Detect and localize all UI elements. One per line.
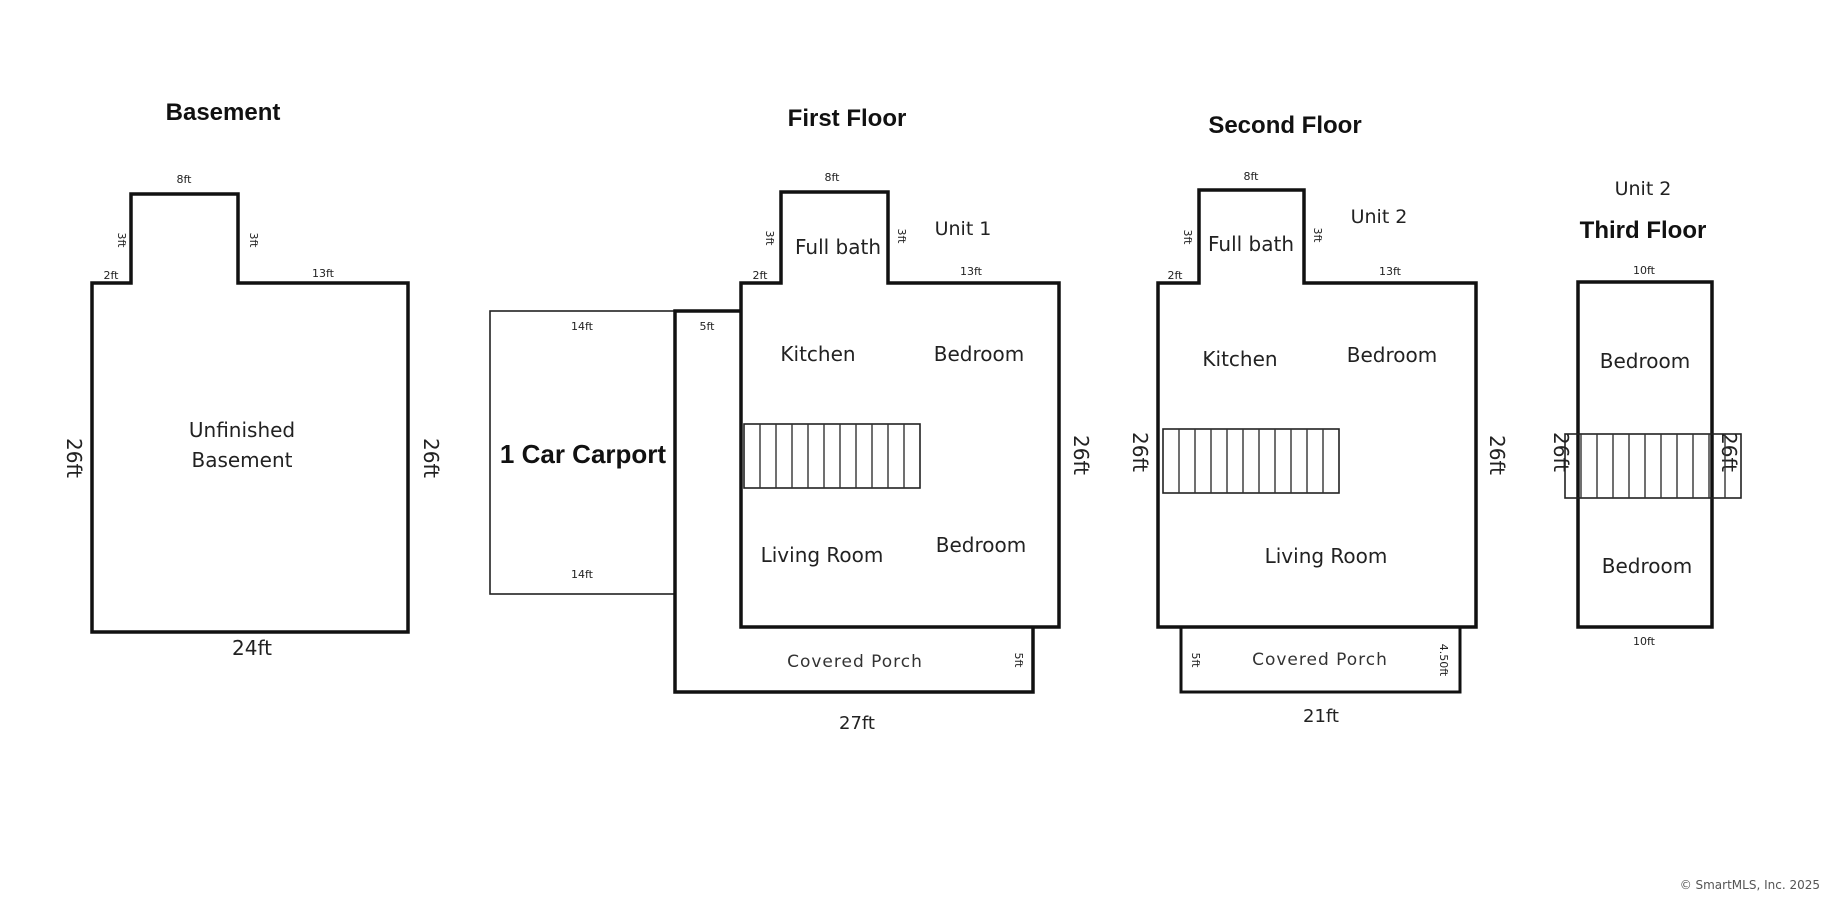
first-floor-dim-side-b: 3ft	[895, 229, 908, 245]
third-floor-dim-right: 26ft	[1717, 432, 1741, 472]
third-floor-dim-top: 10ft	[1633, 264, 1656, 277]
first-floor-title: First Floor	[788, 105, 907, 132]
second-floor-dim-left-step: 2ft	[1168, 269, 1184, 282]
second-floor-dim-right: 26ft	[1485, 435, 1509, 475]
first-floor-room-bath: Full bath	[795, 235, 881, 259]
basement-title: Basement	[166, 99, 281, 126]
first-floor-dim-right-top: 13ft	[960, 265, 983, 278]
third-floor-dim-left: 26ft	[1549, 432, 1573, 472]
second-floor-porch-left: 5ft	[1189, 653, 1202, 669]
basement-dim-right: 26ft	[419, 438, 443, 478]
first-floor-dim-right: 26ft	[1069, 435, 1093, 475]
first-floor-outline	[739, 190, 1061, 629]
first-floor-dim-top: 8ft	[825, 171, 841, 184]
second-floor-dim-side-a: 3ft	[1181, 230, 1194, 246]
basement-dim-side-a: 3ft	[115, 233, 128, 249]
second-floor-porch-outline	[1179, 625, 1462, 694]
third-floor-title: Third Floor	[1580, 217, 1707, 244]
second-floor-dim-top: 8ft	[1244, 170, 1260, 183]
first-floor-porch-outline	[673, 309, 1035, 694]
basement-dim-top: 8ft	[177, 173, 193, 186]
basement-dim-side-b: 3ft	[247, 233, 260, 249]
first-floor-unit-label: Unit 1	[935, 218, 992, 240]
first-floor-staircase	[743, 423, 921, 489]
basement-dim-left: 26ft	[62, 438, 86, 478]
third-floor-room-bedroom-1: Bedroom	[1600, 349, 1690, 373]
second-floor-title: Second Floor	[1208, 112, 1361, 139]
third-floor-staircase	[1564, 433, 1742, 499]
third-floor-dim-bottom: 10ft	[1633, 635, 1656, 648]
carport-label: 1 Car Carport	[500, 439, 666, 469]
second-floor-dim-right-top: 13ft	[1379, 265, 1402, 278]
first-floor-porch-length: 27ft	[839, 713, 875, 734]
second-floor-porch-label: Covered Porch	[1252, 650, 1388, 670]
first-floor-room-living: Living Room	[761, 543, 884, 567]
second-floor-room-bath: Full bath	[1208, 232, 1294, 256]
first-floor-dim-side-a: 3ft	[763, 231, 776, 247]
basement-dim-right-top: 13ft	[312, 267, 335, 280]
second-floor-staircase	[1162, 428, 1340, 494]
second-floor-plan: Second Floor Unit 2 8ft 2ft 13ft 3ft 3ft…	[1128, 112, 1509, 727]
basement-room-label-line1: Unfinished	[189, 418, 295, 442]
third-floor-unit-label: Unit 2	[1615, 178, 1672, 200]
carport-dim-bottom: 14ft	[571, 568, 594, 581]
first-floor-porch-depth: 5ft	[1012, 653, 1025, 669]
second-floor-porch-right: 4.50ft	[1437, 644, 1450, 677]
first-floor-dim-annex: 5ft	[700, 320, 716, 333]
basement-dim-left-step: 2ft	[104, 269, 120, 282]
first-floor-porch-label: Covered Porch	[787, 652, 923, 672]
basement-plan: Basement 8ft 2ft 13ft 3ft 3ft 26ft 26ft …	[62, 99, 443, 660]
third-floor-plan: Unit 2 Third Floor 10ft 10ft 26ft 26ft B…	[1549, 178, 1742, 648]
basement-dim-bottom: 24ft	[232, 636, 272, 660]
second-floor-room-bedroom: Bedroom	[1347, 343, 1437, 367]
first-floor-dim-left-step: 2ft	[753, 269, 769, 282]
carport-dim-top: 14ft	[571, 320, 594, 333]
first-floor-room-bedroom-1: Bedroom	[934, 342, 1024, 366]
basement-outline	[90, 192, 410, 634]
copyright-notice: © SmartMLS, Inc. 2025	[1679, 878, 1820, 892]
first-floor-room-bedroom-2: Bedroom	[936, 533, 1026, 557]
third-floor-room-bedroom-2: Bedroom	[1602, 554, 1692, 578]
second-floor-porch-length: 21ft	[1303, 706, 1339, 727]
third-floor-outline	[1576, 280, 1714, 629]
basement-room-label-line2: Basement	[191, 448, 292, 472]
first-floor-plan: First Floor Unit 1 14ft 14ft 1 Car Carpo…	[489, 105, 1093, 734]
second-floor-outline	[1156, 188, 1478, 629]
first-floor-room-kitchen: Kitchen	[780, 342, 855, 366]
second-floor-dim-left: 26ft	[1128, 432, 1152, 472]
second-floor-dim-side-b: 3ft	[1311, 228, 1324, 244]
second-floor-unit-label: Unit 2	[1351, 206, 1408, 228]
second-floor-room-living: Living Room	[1265, 544, 1388, 568]
second-floor-room-kitchen: Kitchen	[1202, 347, 1277, 371]
